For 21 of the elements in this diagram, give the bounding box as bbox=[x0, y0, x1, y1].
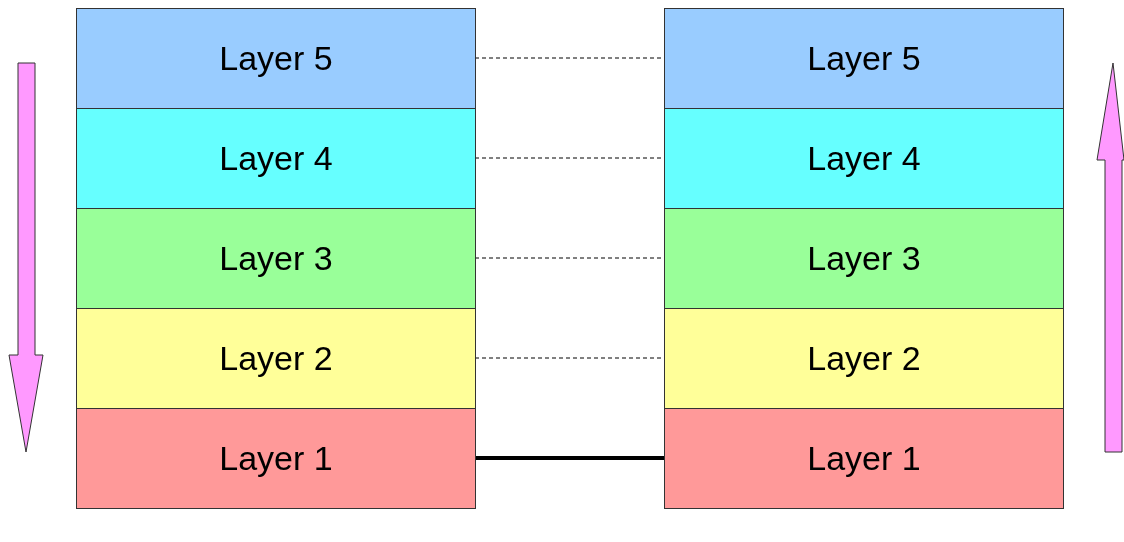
layer-label: Layer 4 bbox=[807, 138, 921, 179]
layer-box bbox=[76, 408, 476, 509]
layer-box bbox=[76, 208, 476, 309]
layer-label: Layer 1 bbox=[807, 438, 921, 479]
layer-label: Layer 3 bbox=[807, 238, 921, 279]
layer-label: Layer 1 bbox=[219, 438, 333, 479]
connector-line bbox=[475, 456, 664, 460]
layer-label: Layer 5 bbox=[219, 38, 333, 79]
layer-box bbox=[664, 308, 1064, 409]
layer-label: Layer 2 bbox=[219, 338, 333, 379]
layer-label: Layer 3 bbox=[219, 238, 333, 279]
layer-box bbox=[76, 8, 476, 109]
layer-label: Layer 4 bbox=[219, 138, 333, 179]
layer-box bbox=[664, 408, 1064, 509]
layer-box bbox=[76, 308, 476, 409]
layer-box bbox=[664, 208, 1064, 309]
layer-box bbox=[664, 108, 1064, 209]
layer-box bbox=[664, 8, 1064, 109]
layer-label: Layer 2 bbox=[807, 338, 921, 379]
layer-box bbox=[76, 108, 476, 209]
layer-label: Layer 5 bbox=[807, 38, 921, 79]
